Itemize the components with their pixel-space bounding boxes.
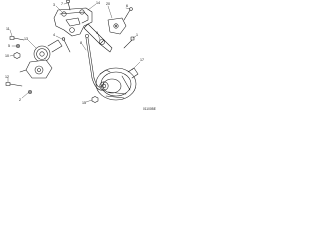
callout-label: 12 bbox=[5, 75, 9, 79]
callout-label: 3 bbox=[53, 3, 55, 7]
parts-diagram: 3 7 14 20 6 11 5 10 13 4 8 9 1 12 2 15 1… bbox=[0, 0, 160, 112]
nut-left bbox=[13, 52, 21, 59]
callout-label: 15 bbox=[82, 101, 86, 105]
callout-label: 20 bbox=[106, 2, 110, 6]
tensioner-arm bbox=[83, 23, 113, 53]
bolt-left-upper bbox=[9, 36, 25, 41]
callout-label: 8 bbox=[80, 41, 82, 45]
callout-label: 4 bbox=[53, 33, 55, 37]
callout-label: 11 bbox=[6, 27, 10, 31]
washer-left bbox=[16, 44, 20, 48]
mounting-bracket bbox=[53, 7, 93, 37]
leader-lines bbox=[7, 2, 141, 103]
callout-label: 6 bbox=[126, 4, 128, 8]
drawing-id: 01100BE bbox=[143, 107, 156, 111]
callout-labels: 3 7 14 20 6 11 5 10 13 4 8 9 1 12 2 15 1… bbox=[5, 1, 144, 105]
callout-label: 17 bbox=[140, 58, 144, 62]
callout-label: 14 bbox=[96, 1, 100, 5]
bolt-left-lower bbox=[5, 82, 23, 87]
callout-label: 1 bbox=[136, 33, 138, 37]
callout-label: 5 bbox=[8, 44, 10, 48]
callout-label: 9 bbox=[96, 31, 98, 35]
washer-bottom bbox=[28, 90, 32, 94]
bolt-right-upper bbox=[123, 7, 133, 21]
tensioner-housing bbox=[19, 59, 53, 79]
bolt-centre bbox=[61, 37, 71, 53]
callout-label: 2 bbox=[19, 98, 21, 102]
alternator bbox=[95, 67, 139, 101]
adjusting-rod bbox=[85, 34, 95, 79]
callout-label: 7 bbox=[61, 2, 63, 6]
exploded-view-drawing: 3 7 14 20 6 11 5 10 13 4 8 9 1 12 2 15 1… bbox=[5, 0, 156, 111]
callout-label: 13 bbox=[24, 37, 28, 41]
bolt-right-mid bbox=[123, 36, 135, 49]
bolt-bracket-upper bbox=[66, 0, 71, 11]
nut-alternator bbox=[91, 96, 99, 103]
callout-label: 10 bbox=[5, 54, 9, 58]
small-bracket bbox=[107, 17, 127, 35]
idler-pulley bbox=[33, 39, 63, 63]
drive-belt bbox=[91, 77, 105, 91]
